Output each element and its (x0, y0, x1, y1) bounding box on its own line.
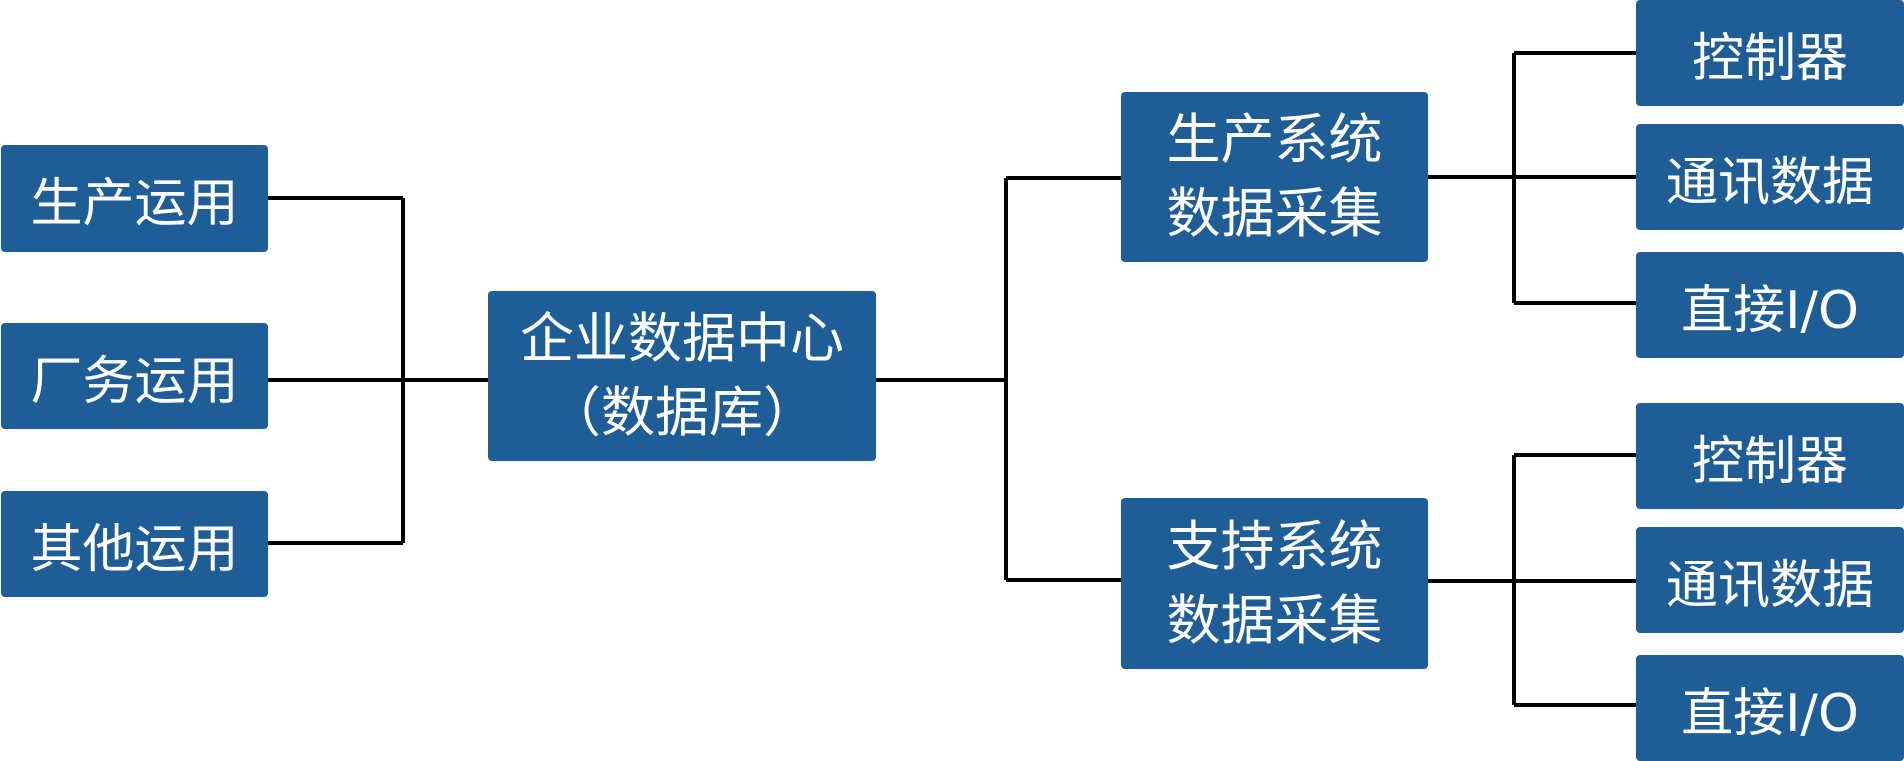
enterprise-data-center-box: 企业数据中心 （数据库） (488, 291, 876, 461)
source-label: 控制器 (1691, 431, 1848, 492)
source-box-direct-io: 直接I/O (1636, 655, 1904, 761)
source-box-controller: 控制器 (1636, 0, 1904, 106)
source-box-comm-data: 通讯数据 (1636, 527, 1904, 633)
source-box-controller: 控制器 (1636, 403, 1904, 509)
application-box-production: 生产运用 (1, 145, 268, 252)
application-label: 其他运用 (30, 519, 239, 580)
application-label: 厂务运用 (30, 351, 239, 412)
application-label: 生产运用 (30, 174, 239, 234)
support-system-collection-box: 支持系统 数据采集 (1121, 498, 1428, 669)
system-title: 生产系统 (1166, 108, 1383, 171)
source-label: 通讯数据 (1665, 152, 1874, 213)
production-system-collection-box: 生产系统 数据采集 (1121, 92, 1428, 262)
hub-subtitle: （数据库） (547, 381, 817, 444)
system-title: 支持系统 (1166, 514, 1383, 578)
application-box-facility: 厂务运用 (1, 323, 268, 429)
hub-title: 企业数据中心 (520, 307, 844, 370)
source-label: 直接I/O (1681, 683, 1859, 744)
source-box-comm-data: 通讯数据 (1636, 124, 1904, 230)
system-subtitle: 数据采集 (1166, 182, 1383, 245)
source-label: 直接I/O (1681, 280, 1859, 341)
system-subtitle: 数据采集 (1166, 588, 1383, 652)
application-box-other: 其他运用 (1, 491, 268, 597)
source-label: 控制器 (1691, 28, 1848, 89)
source-box-direct-io: 直接I/O (1636, 252, 1904, 358)
source-label: 通讯数据 (1665, 555, 1874, 616)
